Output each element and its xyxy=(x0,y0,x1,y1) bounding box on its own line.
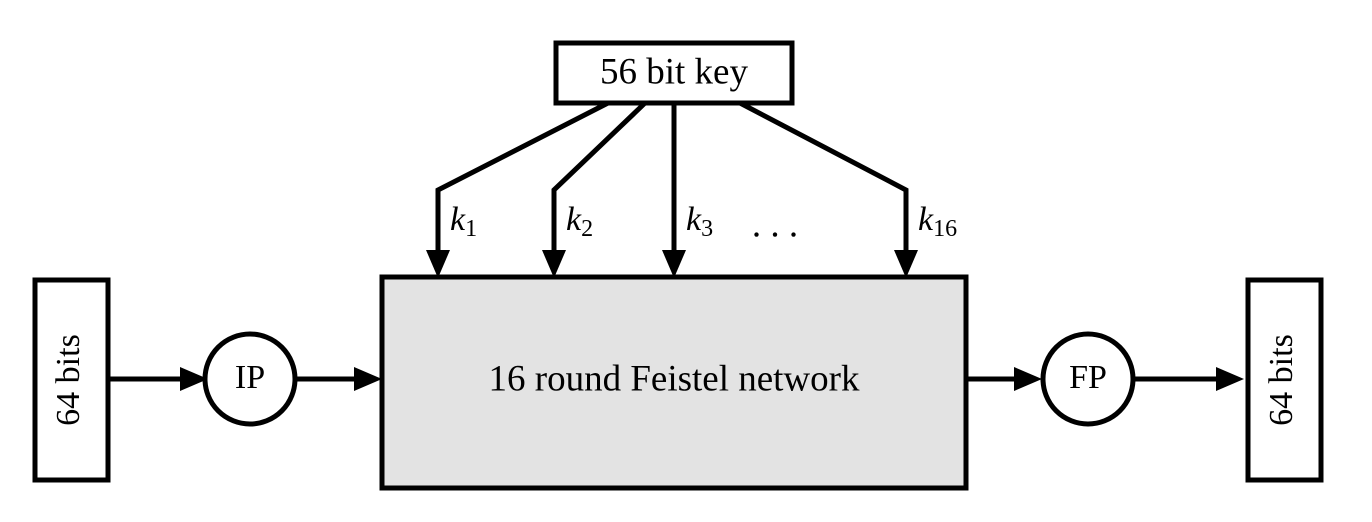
round-key-connectors xyxy=(426,100,918,278)
output-box-group[interactable]: 64 bits xyxy=(1245,277,1324,483)
output-box-label: 64 bits xyxy=(1263,334,1300,426)
round-key-ellipsis: . . . xyxy=(752,204,798,245)
round-key-arrowhead-16 xyxy=(894,250,918,278)
ip-to-feistel-arrowhead xyxy=(354,367,382,391)
ip-to-feistel-connector xyxy=(295,367,382,391)
round-key-label-3: k3 xyxy=(686,201,713,242)
fp-label: FP xyxy=(1069,359,1107,396)
round-key-labels: k1 k2 k3 k16 . . . xyxy=(450,201,957,246)
feistel-box[interactable] xyxy=(379,274,969,491)
round-key-arrowhead-3 xyxy=(662,250,686,278)
round-key-line-2 xyxy=(551,101,647,266)
input-box-group[interactable]: 64 bits xyxy=(32,277,111,483)
round-key-label-2: k2 xyxy=(566,201,593,242)
input-box-label: 64 bits xyxy=(50,334,87,426)
round-key-label-16: k16 xyxy=(918,201,957,242)
feistel-box-group[interactable]: 16 round Feistel network xyxy=(379,274,969,491)
input-to-ip-connector xyxy=(108,367,208,391)
output-box[interactable] xyxy=(1245,277,1324,483)
key-box-label: 56 bit key xyxy=(600,51,748,92)
round-key-arrowhead-2 xyxy=(542,250,566,278)
feistel-to-fp-connector xyxy=(966,367,1042,391)
fp-to-output-connector xyxy=(1133,367,1244,391)
round-key-line-16 xyxy=(738,100,909,266)
feistel-to-fp-arrowhead xyxy=(1014,367,1042,391)
key-box-group[interactable]: 56 bit key xyxy=(553,40,795,106)
round-key-label-1: k1 xyxy=(450,201,477,242)
input-to-ip-arrowhead xyxy=(180,367,208,391)
fp-to-output-arrowhead xyxy=(1216,367,1244,391)
ip-label: IP xyxy=(235,359,265,396)
round-key-line-1 xyxy=(435,100,610,266)
round-key-arrowhead-1 xyxy=(426,250,450,278)
fp-circle-group[interactable]: FP xyxy=(1040,331,1136,427)
ip-circle-group[interactable]: IP xyxy=(202,331,298,427)
feistel-box-label: 16 round Feistel network xyxy=(489,358,860,399)
